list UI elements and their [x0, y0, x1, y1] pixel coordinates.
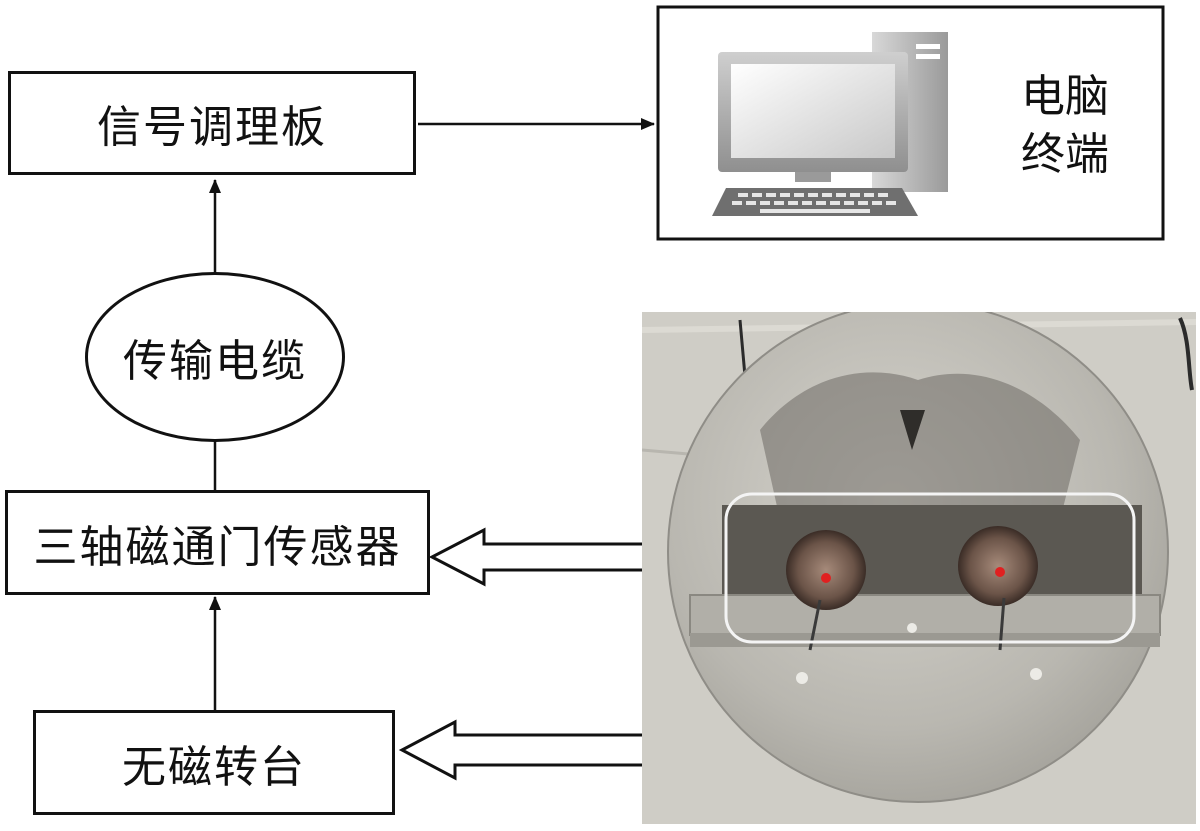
computer-label: 电脑 终端 [1010, 68, 1120, 184]
signal-board-label: 信号调理板 [97, 102, 327, 153]
turntable-node: 无磁转台 [33, 710, 395, 815]
cable-label: 传输电缆 [123, 336, 307, 387]
signal-board-node: 信号调理板 [8, 71, 416, 175]
desktop-computer-icon [712, 32, 948, 216]
turntable-label: 无磁转台 [122, 741, 306, 793]
sensor-node: 三轴磁通门传感器 [5, 490, 430, 595]
computer-label-line2: 终端 [1021, 129, 1109, 180]
computer-label-line1: 电脑 [1021, 71, 1109, 122]
cable-node: 传输电缆 [85, 272, 345, 442]
sensor-turntable-photo [642, 312, 1196, 824]
sensor-label: 三轴磁通门传感器 [33, 521, 402, 573]
